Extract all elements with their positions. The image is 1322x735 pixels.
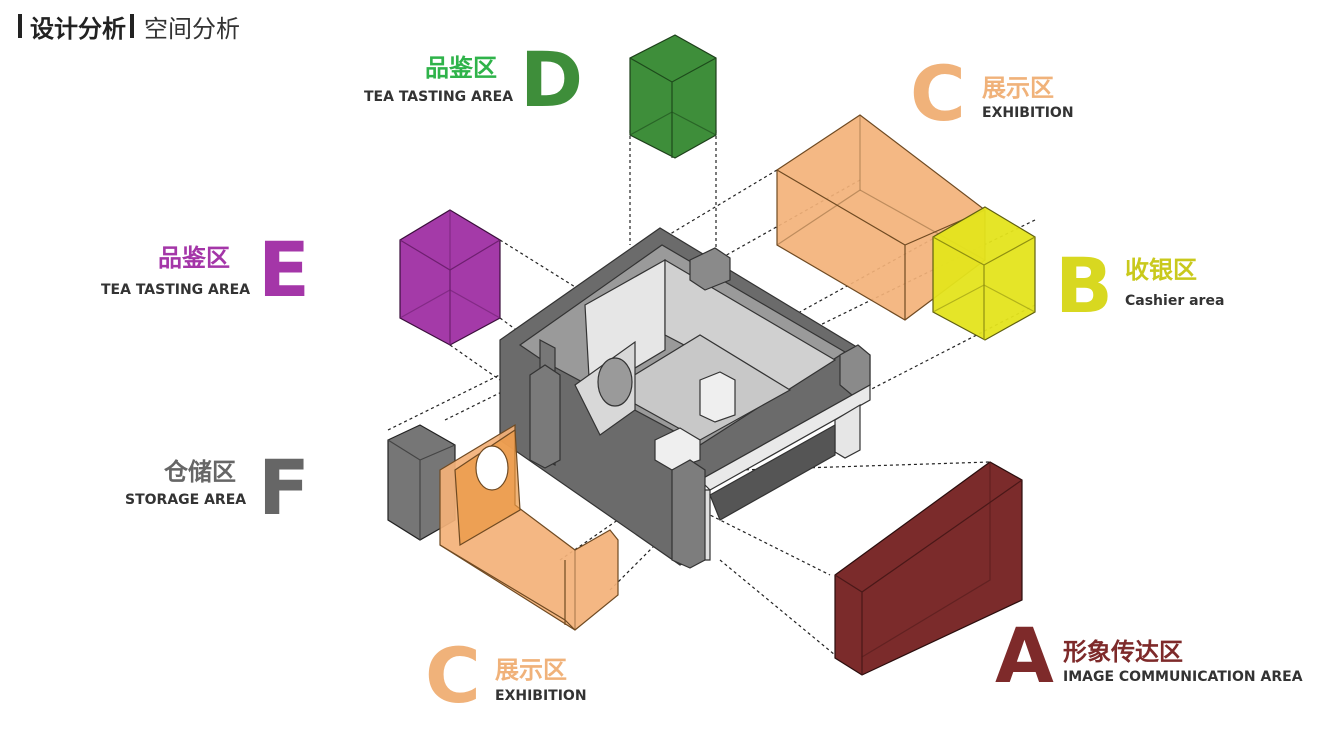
zone-f-letter: F	[258, 443, 310, 532]
header-divider	[130, 14, 134, 38]
page-header: 设计分析 空间分析	[14, 8, 240, 44]
zone-f-name-en: STORAGE AREA	[125, 492, 247, 508]
zone-a-box	[834, 461, 1023, 676]
zone-d-cube	[629, 34, 717, 159]
zone-d-letter: D	[520, 35, 584, 124]
zone-b-cube	[932, 206, 1036, 341]
zone-d-name-zh: 品鉴区	[425, 54, 497, 82]
zone-a-name-en: IMAGE COMMUNICATION AREA	[1063, 669, 1303, 685]
zone-c-top-letter: C	[910, 49, 966, 138]
zone-c-top-name-en: EXHIBITION	[982, 105, 1074, 121]
zone-c-bottom-name-zh: 展示区	[495, 656, 567, 684]
header-title: 设计分析	[30, 14, 126, 43]
building-model	[499, 227, 871, 569]
zone-c-bottom-letter: C	[425, 631, 481, 720]
zone-d-name-en: TEA TASTING AREA	[364, 89, 514, 105]
zone-b-name-zh: 收银区	[1125, 256, 1197, 284]
zone-a-name-zh: 形象传达区	[1063, 638, 1183, 666]
header-subtitle: 空间分析	[144, 14, 240, 43]
zone-b-name-en: Cashier area	[1125, 293, 1225, 309]
zone-e-name-en: TEA TASTING AREA	[101, 282, 251, 298]
zone-a-letter: A	[995, 611, 1054, 700]
zone-c-top-name-zh: 展示区	[982, 74, 1054, 102]
zone-e-name-zh: 品鉴区	[158, 244, 230, 272]
header-bar	[18, 14, 22, 38]
zone-c-bottom-box	[439, 423, 619, 631]
zone-b-letter: B	[1055, 241, 1113, 330]
zone-e-cube	[399, 209, 501, 346]
zone-f-name-zh: 仓储区	[164, 458, 236, 486]
zone-e-letter: E	[258, 225, 310, 314]
zone-c-bottom-name-en: EXHIBITION	[495, 688, 587, 704]
